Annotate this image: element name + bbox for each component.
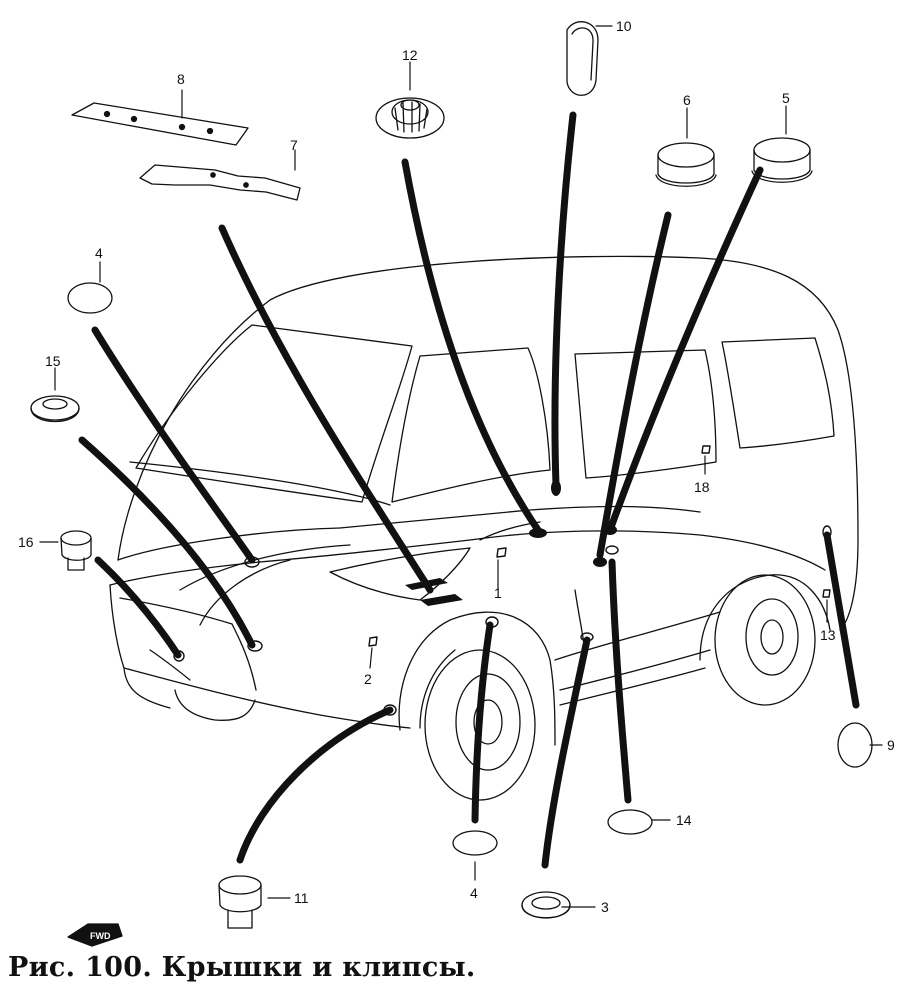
callout-6: 6 xyxy=(683,92,691,108)
part-5-grommet xyxy=(751,137,813,183)
callout-1: 1 xyxy=(494,585,502,601)
part-10-plug xyxy=(566,21,599,96)
part-14-disc xyxy=(607,809,653,835)
part-11-plug xyxy=(218,875,262,929)
part-9-disc xyxy=(837,722,873,768)
callout-9: 9 xyxy=(887,737,895,753)
callout-4-bottom: 4 xyxy=(470,885,478,901)
callout-7: 7 xyxy=(290,137,298,153)
callout-12: 12 xyxy=(402,47,418,63)
part-6-grommet xyxy=(655,142,717,187)
callout-10: 10 xyxy=(616,18,632,34)
figure-caption: Рис. 100. Крышки и клипсы. xyxy=(8,952,476,983)
part-8-plate xyxy=(71,102,249,146)
part-15-grommet xyxy=(30,395,80,423)
vehicle-outline xyxy=(109,255,859,801)
callout-16: 16 xyxy=(18,534,34,550)
fwd-arrow-icon xyxy=(67,923,123,947)
part-4-disc-top xyxy=(67,282,113,314)
callout-11: 11 xyxy=(294,890,309,906)
leader-lines xyxy=(78,111,860,869)
hood-plates xyxy=(405,578,463,606)
part-4-disc-bottom xyxy=(452,830,498,856)
fwd-label: FWD xyxy=(90,931,111,941)
callout-5: 5 xyxy=(782,90,790,106)
callout-3: 3 xyxy=(601,899,609,915)
part-7-plate xyxy=(139,164,301,201)
callout-13: 13 xyxy=(820,627,836,643)
callout-4-top: 4 xyxy=(95,245,103,261)
callout-14: 14 xyxy=(676,812,692,828)
part-16-plug xyxy=(60,530,92,571)
callout-2: 2 xyxy=(364,671,372,687)
part-3-grommet xyxy=(521,891,571,919)
callout-8: 8 xyxy=(177,71,185,87)
callout-15: 15 xyxy=(45,353,61,369)
callout-numbers: 8 7 12 10 6 5 4 15 16 18 1 2 13 9 14 4 3… xyxy=(18,18,895,915)
callout-18: 18 xyxy=(694,479,710,495)
part-12-clip xyxy=(375,97,445,139)
